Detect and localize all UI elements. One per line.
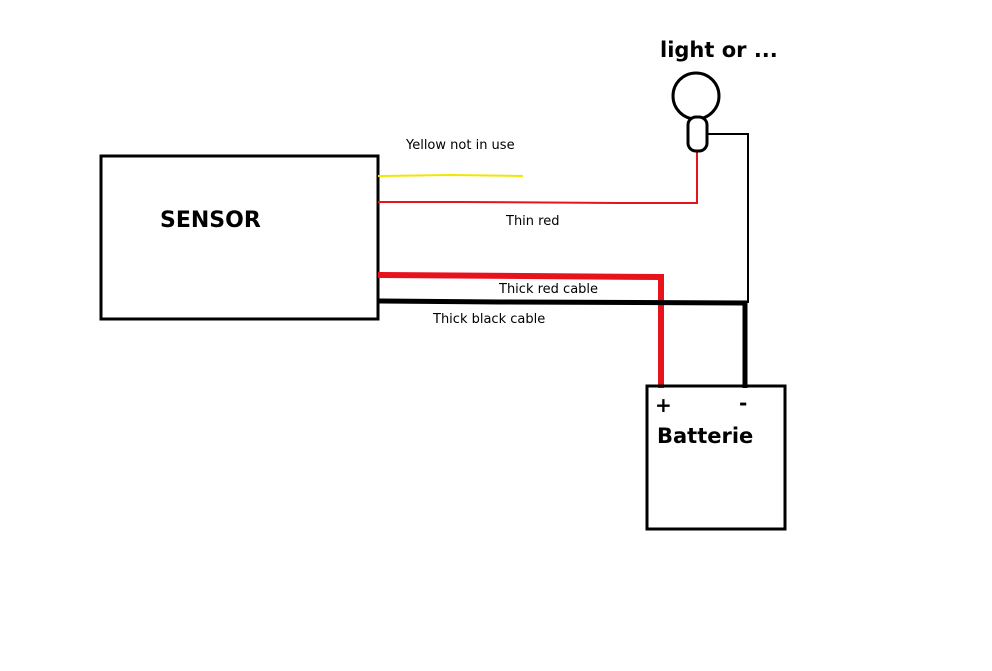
battery-minus-label: - xyxy=(739,391,747,415)
yellow-wire-label: Yellow not in use xyxy=(405,138,515,153)
battery-label: Batterie xyxy=(657,424,753,448)
light-bulb-icon xyxy=(671,71,721,121)
sensor-label: SENSOR xyxy=(160,208,261,233)
light-label: light or ... xyxy=(660,38,778,62)
thin-black-wire xyxy=(708,133,749,303)
thin-red-wire-label: Thin red xyxy=(505,214,559,229)
battery-box xyxy=(645,384,787,531)
thick-black-wire-label: Thick black cable xyxy=(432,312,545,327)
yellow-wire xyxy=(377,173,524,177)
battery-plus-label: + xyxy=(655,393,672,417)
thin-red-wire xyxy=(378,150,698,204)
thick-red-wire-label: Thick red cable xyxy=(498,282,598,297)
sensor-box xyxy=(99,154,380,321)
thick-black-wire xyxy=(377,298,748,388)
light-socket xyxy=(686,115,709,153)
thick-red-wire xyxy=(377,272,664,388)
